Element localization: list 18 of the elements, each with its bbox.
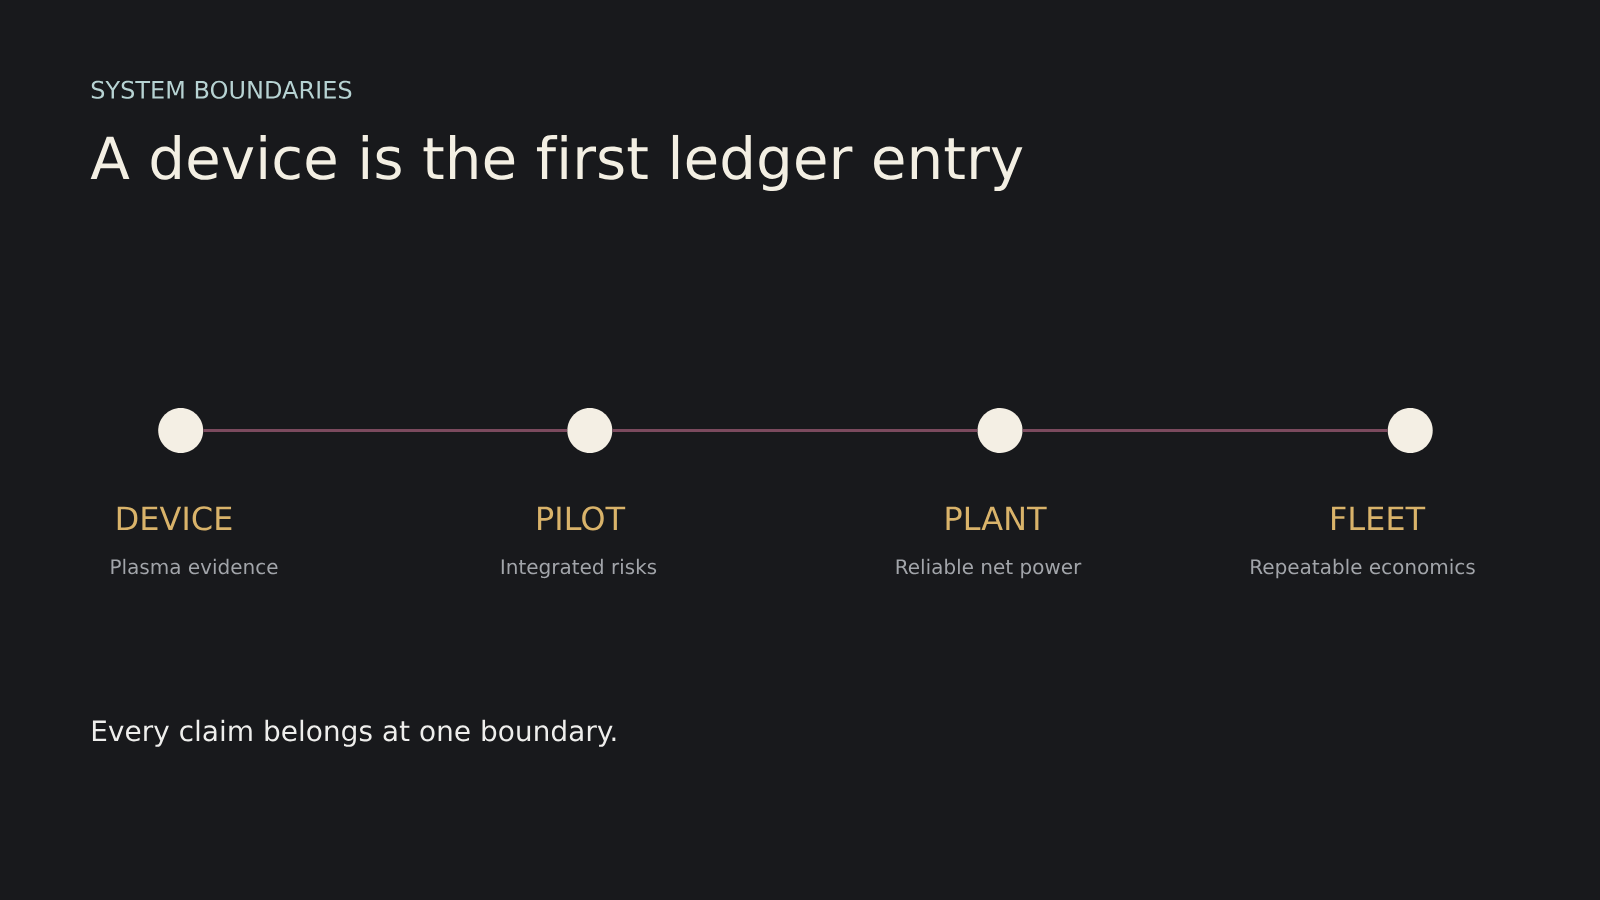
stage-label: PILOT <box>538 506 626 531</box>
timeline-dot <box>158 407 204 453</box>
stage-label: DEVICE <box>117 506 232 531</box>
stage-label: FLEET <box>1332 506 1426 530</box>
timeline-dot <box>977 407 1023 453</box>
stage-description: Plasma evidence <box>111 558 278 575</box>
stage-description: Reliable net power <box>896 558 1082 579</box>
stage-label: PLANT <box>946 506 1047 530</box>
connector-line <box>612 428 978 432</box>
timeline-dot <box>567 407 613 453</box>
connector-line <box>203 428 568 432</box>
eyebrow-label: SYSTEM BOUNDARIES <box>91 80 352 99</box>
caption-text: Every claim belongs at one boundary. <box>92 719 616 747</box>
stage-description: Repeatable economics <box>1251 558 1475 579</box>
connector-line <box>1022 428 1388 432</box>
stage-description: Integrated risks <box>501 558 657 579</box>
slide-title: A device is the first ledger entry <box>90 134 1023 192</box>
timeline-dot <box>1387 407 1433 453</box>
